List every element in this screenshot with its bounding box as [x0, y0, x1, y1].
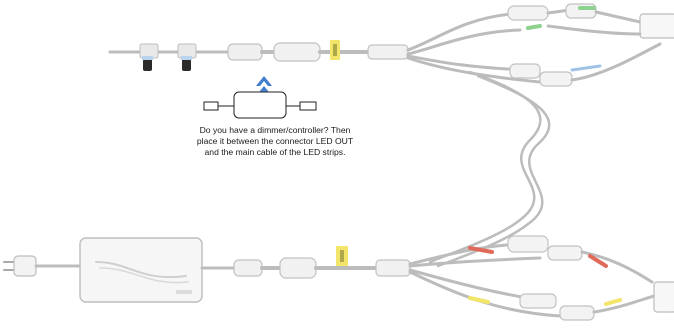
power-adapter-icon	[79, 237, 203, 303]
dimmer-icon	[203, 91, 317, 119]
plug-icon	[3, 255, 37, 277]
caption-line-3: and the main cable of the LED strips.	[204, 147, 346, 157]
top-cable-assembly	[108, 3, 674, 268]
clip-icon	[139, 43, 159, 71]
dimmer-caption: Do you have a dimmer/controller? Then pl…	[150, 125, 400, 158]
clip-icon	[177, 43, 197, 71]
caption-line-1: Do you have a dimmer/controller? Then	[199, 125, 351, 135]
bottom-cable-assembly	[3, 235, 674, 321]
caption-line-2: place it between the connector LED OUT	[196, 136, 354, 146]
